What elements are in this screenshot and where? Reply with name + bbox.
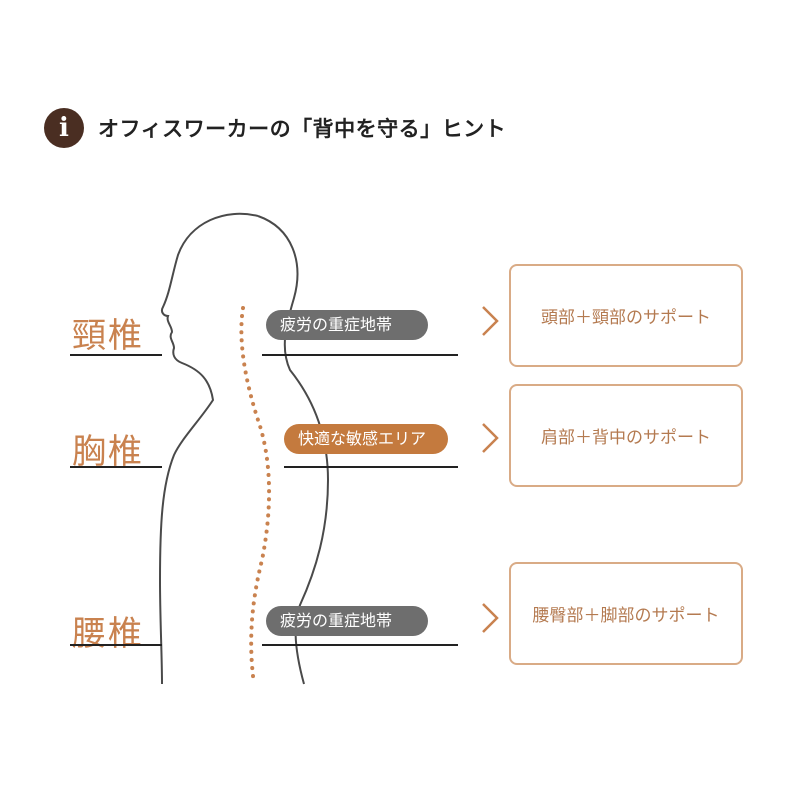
region-label-lumbar: 腰椎: [72, 614, 144, 654]
page-title: オフィスワーカーの「背中を守る」ヒント: [98, 117, 507, 141]
region-label-cervical: 頸椎: [72, 316, 144, 356]
header: i オフィスワーカーの「背中を守る」ヒント: [44, 108, 506, 148]
body-front-outline: [158, 212, 259, 685]
spine-dotted-line: [239, 306, 272, 686]
divider-line: [284, 466, 458, 468]
chevron-right-icon: [482, 306, 499, 336]
support-box-cervical: 頭部＋頸部のサポート: [509, 264, 743, 367]
divider-line: [70, 644, 162, 646]
divider-line: [262, 644, 458, 646]
support-text-thoracic: 肩部＋背中のサポート: [541, 428, 711, 448]
chevron-right-icon: [482, 603, 499, 633]
zone-pill-lumbar: 疲労の重症地帯: [266, 606, 428, 636]
support-box-lumbar: 腰臀部＋脚部のサポート: [509, 562, 743, 665]
info-icon: i: [44, 108, 84, 148]
chevron-right-icon: [482, 423, 499, 453]
region-label-thoracic: 胸椎: [72, 432, 144, 472]
support-box-thoracic: 肩部＋背中のサポート: [509, 384, 743, 487]
divider-line: [70, 466, 162, 468]
zone-pill-thoracic: 快適な敏感エリア: [284, 424, 448, 454]
divider-line: [262, 354, 458, 356]
support-text-lumbar: 腰臀部＋脚部のサポート: [532, 606, 720, 626]
divider-line: [70, 354, 162, 356]
zone-pill-cervical: 疲労の重症地帯: [266, 310, 428, 340]
support-text-cervical: 頭部＋頸部のサポート: [541, 308, 711, 328]
